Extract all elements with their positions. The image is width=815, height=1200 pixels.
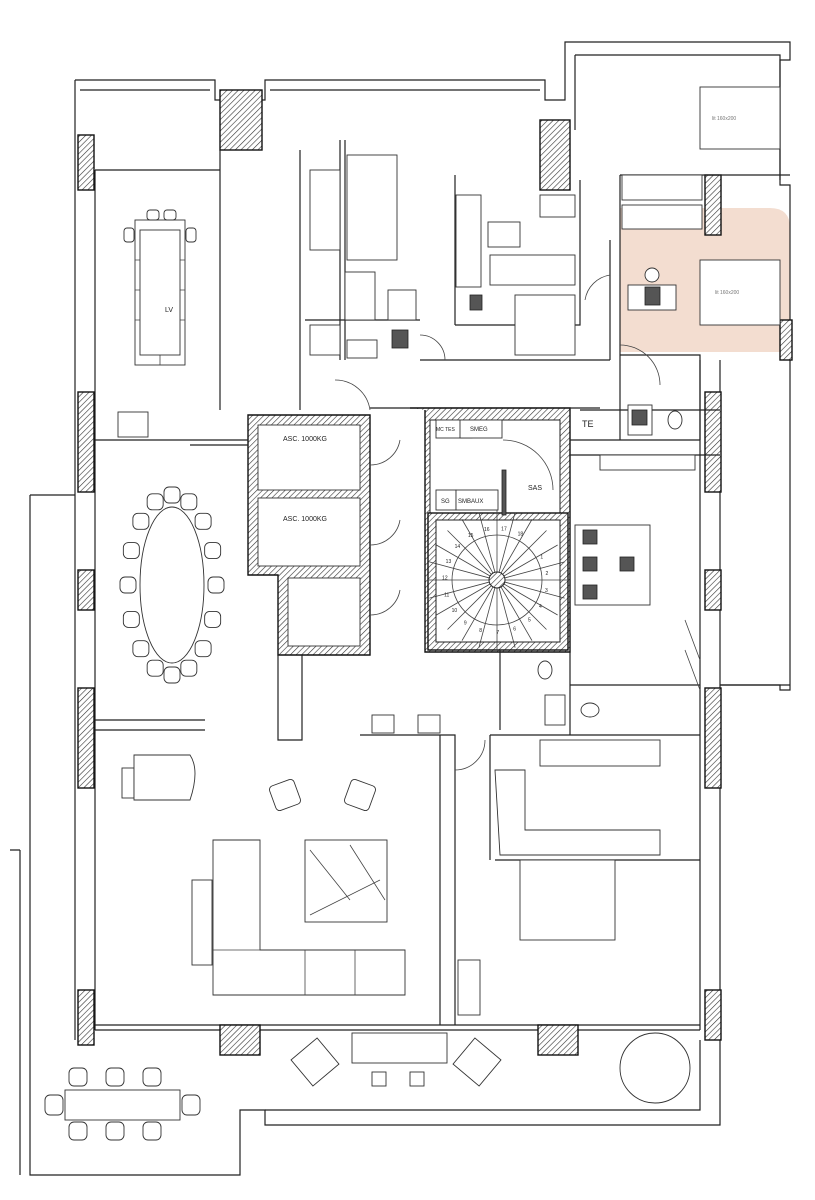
stair-step-number: 9 [464,620,467,626]
stair-step-number: 14 [455,544,461,550]
chair [180,493,198,511]
door-swings [334,274,701,771]
chair [146,493,164,511]
tech-closet-label: MC TES [436,427,455,433]
stair-tread [502,585,547,630]
top-bed-label: lit 160x200 [712,116,736,122]
stair-tread [436,583,491,616]
dressing-closets [494,174,703,856]
chair [132,640,150,658]
stair-step-number: 6 [513,626,516,632]
stair-step-number: 13 [446,559,452,565]
stair-step-number: 4 [539,604,542,610]
chair [122,542,140,560]
highlighted-bed-label: lit 160x200 [715,290,739,296]
stair-step-number: 1 [540,554,543,560]
appliance-label: SMEG [470,427,488,433]
stair-tread [498,512,516,573]
stair-step-number: 15 [468,533,474,539]
salon-furniture [121,714,441,996]
chair [122,610,140,628]
smbaux-label: SMBAUX [458,499,483,505]
stair-step-number: 11 [444,593,449,599]
stair-step-number: 2 [546,571,549,577]
chair [142,1121,162,1141]
stair-tread [447,530,492,575]
stair-tread [503,544,558,577]
elevator-2-label: ASC. 1000KG [283,516,327,523]
stair-tread [478,512,496,573]
stair-tread [500,519,533,574]
stair-step-number: 17 [501,526,507,532]
elevator-1-label: ASC. 1000KG [283,436,327,443]
chair [132,512,150,530]
chair [163,486,181,504]
stair-tread [498,587,516,648]
stair-tread [502,530,547,575]
chair [194,512,212,530]
chair [181,1094,201,1116]
structural-columns [77,89,793,1056]
tv-room-label: LV [165,307,173,314]
stair-tread [504,561,565,579]
chair [146,659,164,677]
service-rooms [309,154,696,726]
stair-step-number: 16 [484,527,490,533]
stair-tread [429,581,490,599]
stair-step-number: 3 [545,588,548,594]
te-label: TE [582,419,594,429]
stair-tread [504,581,565,599]
chair [194,640,212,658]
chair [204,542,222,560]
stair-step-number: 8 [479,628,482,634]
sg-label: SG [441,499,450,505]
chair [204,610,222,628]
chair [44,1094,64,1116]
stair-step-number: 5 [528,617,531,623]
chair [119,576,137,594]
stair-tread [461,519,494,574]
stair-step-number: 12 [442,576,448,582]
stair-tread [461,586,494,641]
stair-tread [478,587,496,648]
chair [105,1121,125,1141]
stair-tread [436,544,491,577]
stair-tread [429,561,490,579]
chair [207,576,225,594]
chair [180,659,198,677]
stair-tread [500,586,533,641]
chair [68,1067,88,1087]
airlock-label: SAS [528,485,542,492]
chair [105,1067,125,1087]
tv-room-furniture: LV [117,209,197,438]
beds: lit 160x200 lit 160x200 [457,86,781,1016]
stair-step-number: 7 [496,630,499,636]
chair [163,666,181,684]
stair-tread [503,583,558,616]
chair [142,1067,162,1087]
conference-table [119,486,225,684]
terrace-furniture [44,1032,691,1141]
stair-tread [447,585,492,630]
elevator-core: ASC. 1000KG ASC. 1000KG [247,414,371,656]
stair-step-number: 18 [518,532,524,538]
chair [68,1121,88,1141]
stair-step-number: 10 [452,608,458,614]
